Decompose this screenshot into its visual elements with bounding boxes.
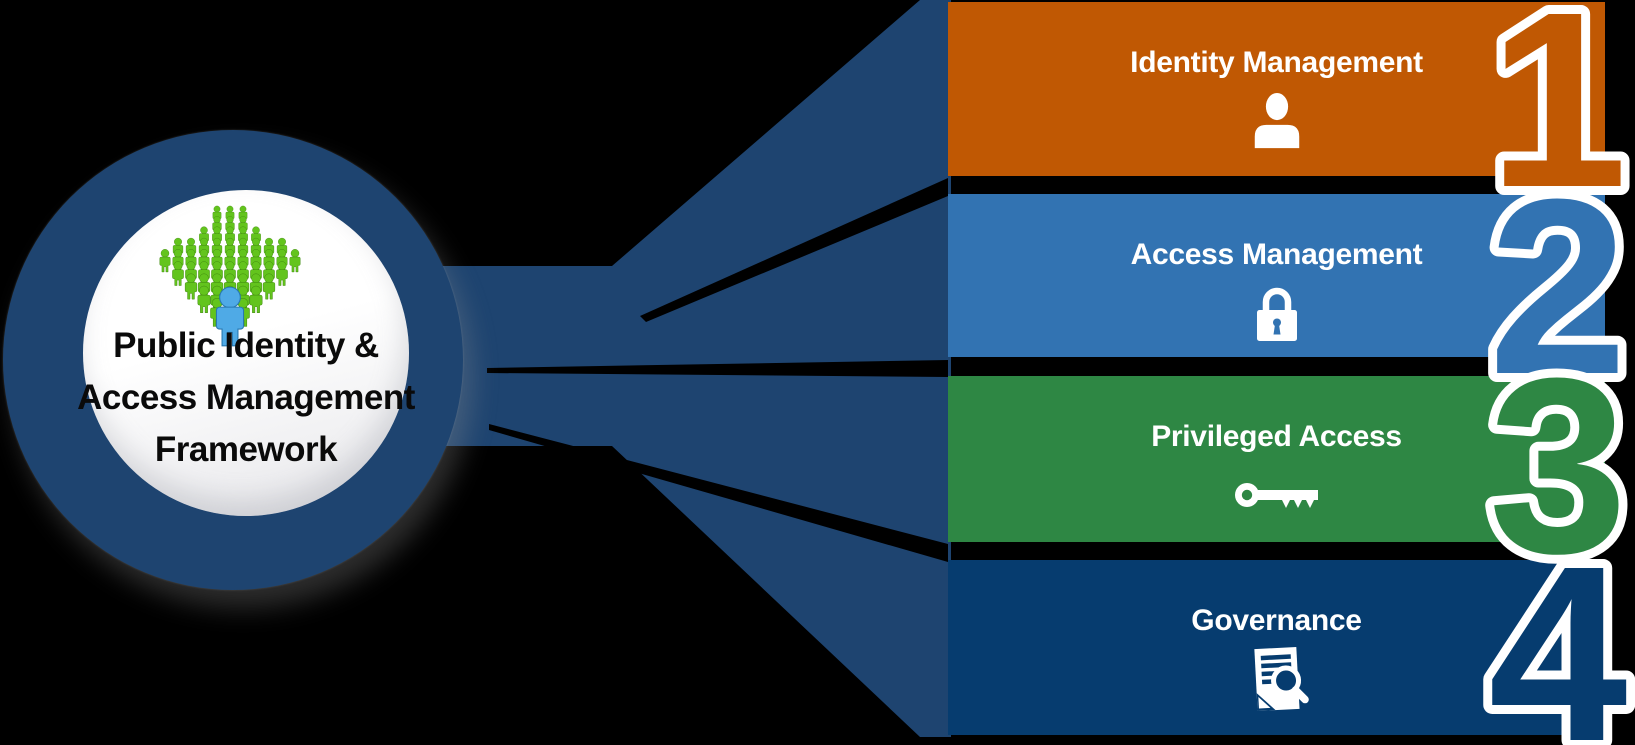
- crowd-icon: [159, 205, 301, 347]
- section-bar: Governance: [948, 560, 1605, 735]
- section-label: Governance: [1191, 604, 1362, 637]
- section-bar: Access Management: [948, 194, 1605, 357]
- svg-text:2: 2: [1488, 147, 1627, 426]
- section-label: Privileged Access: [1151, 420, 1402, 453]
- section-label: Access Management: [1130, 238, 1423, 271]
- svg-text:1: 1: [1488, 0, 1627, 239]
- section-number: 3: [1479, 317, 1635, 614]
- section-number: 2: [1479, 138, 1635, 435]
- section-number: 4: [1479, 505, 1635, 745]
- svg-text:4: 4: [1488, 514, 1627, 745]
- section-bar: Privileged Access: [948, 376, 1605, 542]
- document-search-icon: [1222, 642, 1332, 718]
- person-icon: [1222, 84, 1332, 160]
- svg-text:3: 3: [1488, 326, 1627, 605]
- key-icon: [1222, 458, 1332, 534]
- connector-gap-2: [487, 360, 948, 377]
- connector-gap-1: [640, 178, 948, 322]
- section-number: 1: [1479, 0, 1635, 248]
- section-bar: Identity Management: [948, 2, 1605, 176]
- section-label: Identity Management: [1130, 46, 1423, 79]
- hub-title: Public Identity & Access Management Fram…: [77, 326, 415, 469]
- connector-gap-3: [489, 424, 948, 562]
- lock-icon: [1222, 276, 1332, 352]
